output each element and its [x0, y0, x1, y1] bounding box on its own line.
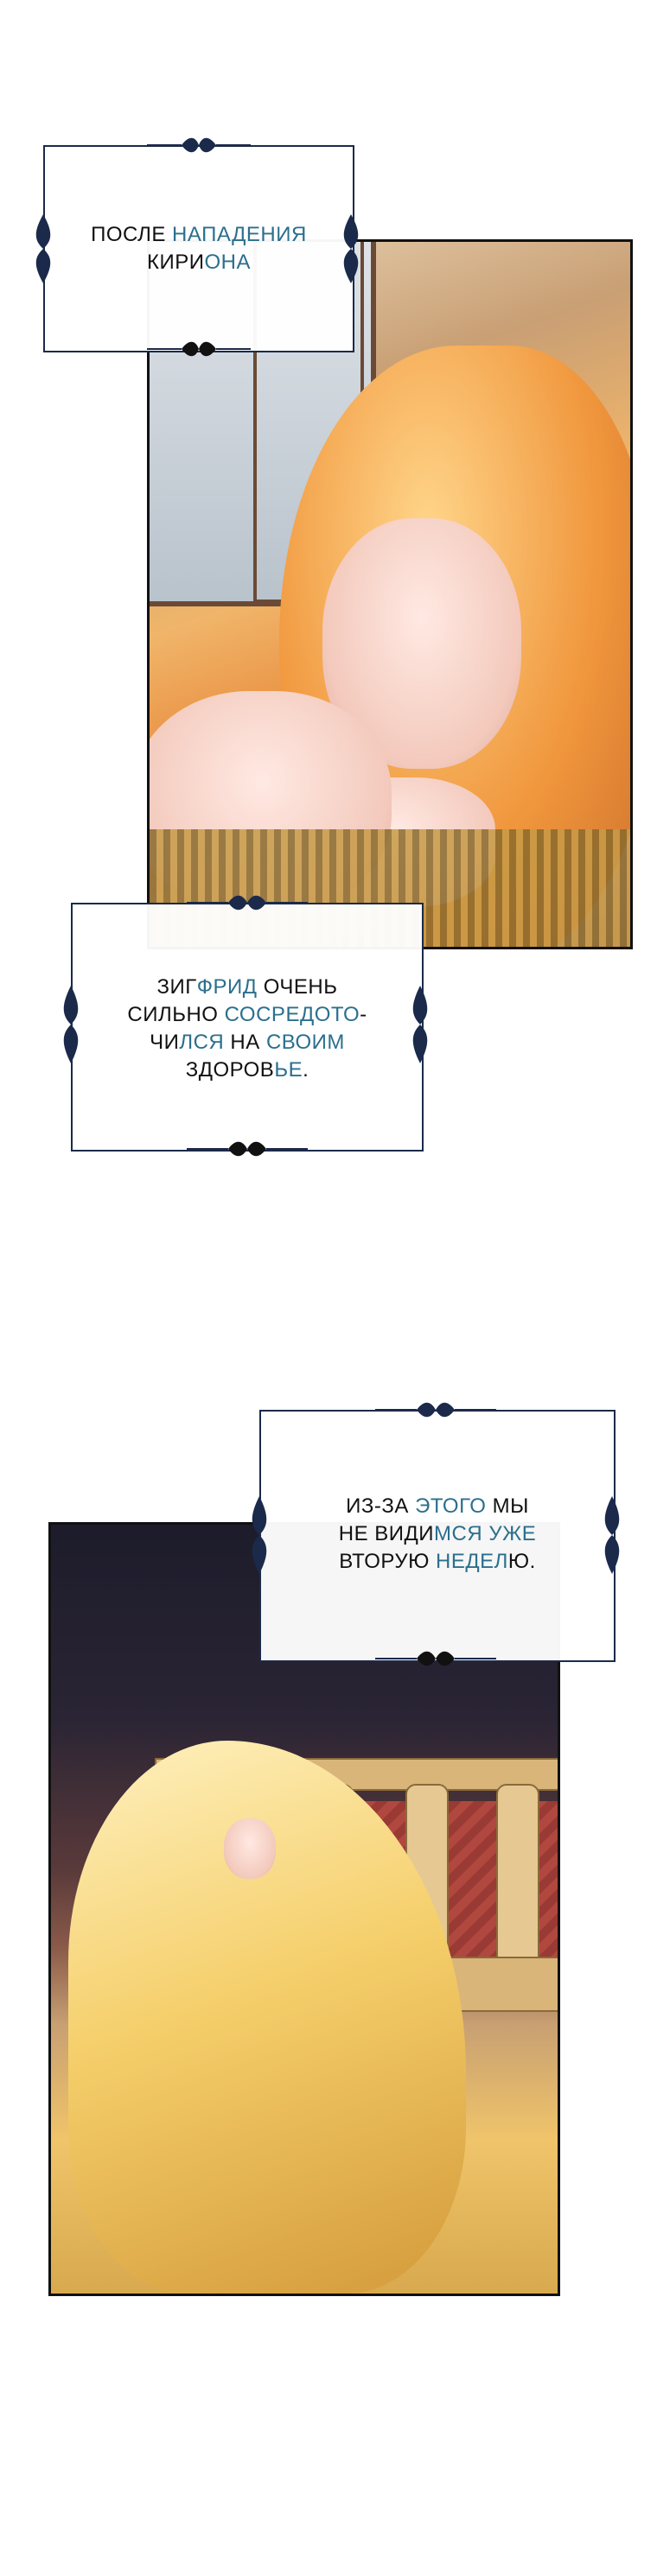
ear	[224, 1818, 276, 1879]
caption-line: ВТОРУЮ НЕДЕЛЮ.	[339, 1550, 536, 1573]
right-ornament-icon	[412, 986, 428, 1063]
caption-line: ПОСЛЕ НАПАДЕНИЯ	[91, 223, 307, 246]
bottom-ornament-icon	[187, 1141, 308, 1157]
narration-caption-3: ИЗ-ЗА ЭТОГО МЫ НЕ ВИДИМСЯ УЖЕ ВТОРУЮ НЕД…	[252, 1402, 620, 1666]
caption-line: КИРИОНА	[146, 251, 251, 274]
left-ornament-icon	[252, 1496, 267, 1574]
left-ornament-icon	[63, 986, 79, 1063]
caption-line: СИЛЬНО СОСРЕДОТО-	[127, 1003, 367, 1026]
caption-text: ИЗ-ЗА ЭТОГО МЫ НЕ ВИДИМСЯ УЖЕ ВТОРУЮ НЕД…	[259, 1493, 616, 1576]
top-ornament-icon	[147, 137, 251, 153]
right-ornament-icon	[604, 1496, 620, 1574]
caption-text: ЗИГФРИД ОЧЕНЬ СИЛЬНО СОСРЕДОТО- ЧИЛСЯ НА…	[71, 974, 424, 1084]
caption-line: ЗДОРОВЬЕ.	[185, 1058, 309, 1082]
caption-line: ИЗ-ЗА ЭТОГО МЫ	[346, 1494, 529, 1518]
comic-panel-blonde-woman	[48, 1522, 560, 2296]
caption-text: ПОСЛЕ НАПАДЕНИЯ КИРИОНА	[43, 221, 354, 276]
top-ornament-icon	[187, 895, 308, 910]
caption-frame	[43, 145, 354, 352]
caption-line: ЗИГФРИД ОЧЕНЬ	[156, 975, 338, 999]
top-ornament-icon	[375, 1402, 496, 1418]
comic-panel-red-haired-woman	[147, 239, 633, 949]
right-ornament-icon	[343, 214, 359, 283]
bottom-ornament-icon	[375, 1651, 496, 1666]
left-ornament-icon	[35, 214, 51, 283]
caption-line: НЕ ВИДИМСЯ УЖЕ	[338, 1522, 537, 1545]
caption-line: ЧИЛСЯ НА СВОИМ	[150, 1031, 345, 1054]
narration-caption-2: ЗИГФРИД ОЧЕНЬ СИЛЬНО СОСРЕДОТО- ЧИЛСЯ НА…	[63, 895, 428, 1162]
narration-caption-1: ПОСЛЕ НАПАДЕНИЯ КИРИОНА	[35, 137, 359, 357]
bottom-ornament-icon	[147, 341, 251, 357]
baluster	[496, 1784, 539, 1969]
